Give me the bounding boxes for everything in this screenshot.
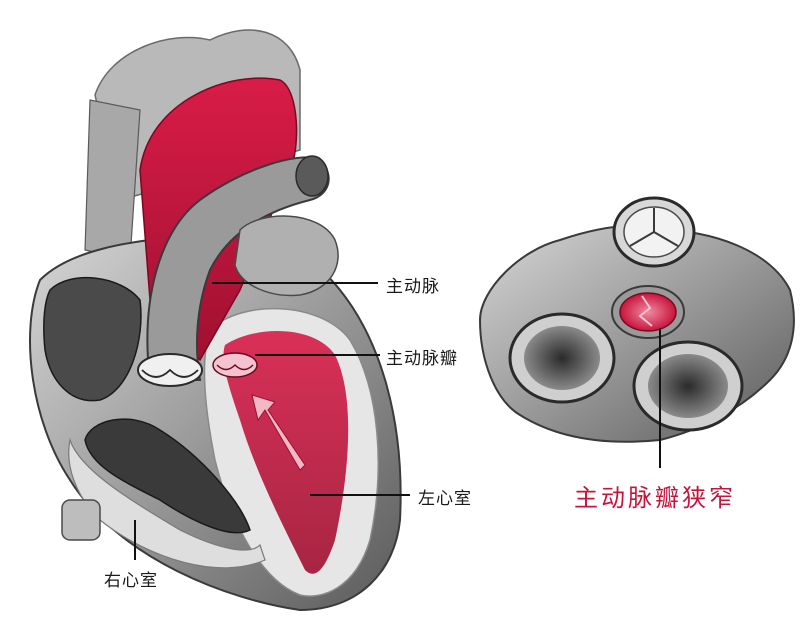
label-aorta: 主动脉 bbox=[386, 277, 440, 297]
blood-flow-arrow bbox=[251, 394, 306, 471]
inferior-vena-cava bbox=[61, 499, 101, 541]
valve-top-view bbox=[478, 196, 795, 443]
pulmonary-opening bbox=[295, 155, 329, 197]
label-aortic-valve: 主动脉瓣 bbox=[386, 349, 458, 369]
left-ventricle-cavity bbox=[223, 331, 349, 574]
stenotic-aortic-valve bbox=[611, 285, 685, 339]
right-ventricle-cavity bbox=[84, 418, 251, 534]
heart-cross-section bbox=[29, 29, 402, 612]
vessel-top-left bbox=[84, 99, 141, 261]
right-atrium bbox=[43, 277, 142, 402]
mitral-valve bbox=[632, 340, 744, 432]
leader-lines bbox=[134, 282, 661, 560]
pulmonary-valve-top bbox=[612, 196, 696, 268]
label-left-ventricle: 左心室 bbox=[418, 489, 472, 509]
label-aortic-stenosis: 主动脉瓣狭窄 bbox=[574, 484, 736, 512]
left-atrium bbox=[234, 215, 339, 297]
tricuspid-valve bbox=[508, 312, 616, 404]
label-right-ventricle: 右心室 bbox=[104, 571, 158, 591]
aortic-valve-left bbox=[212, 352, 258, 378]
pulmonary-valve bbox=[137, 353, 203, 387]
